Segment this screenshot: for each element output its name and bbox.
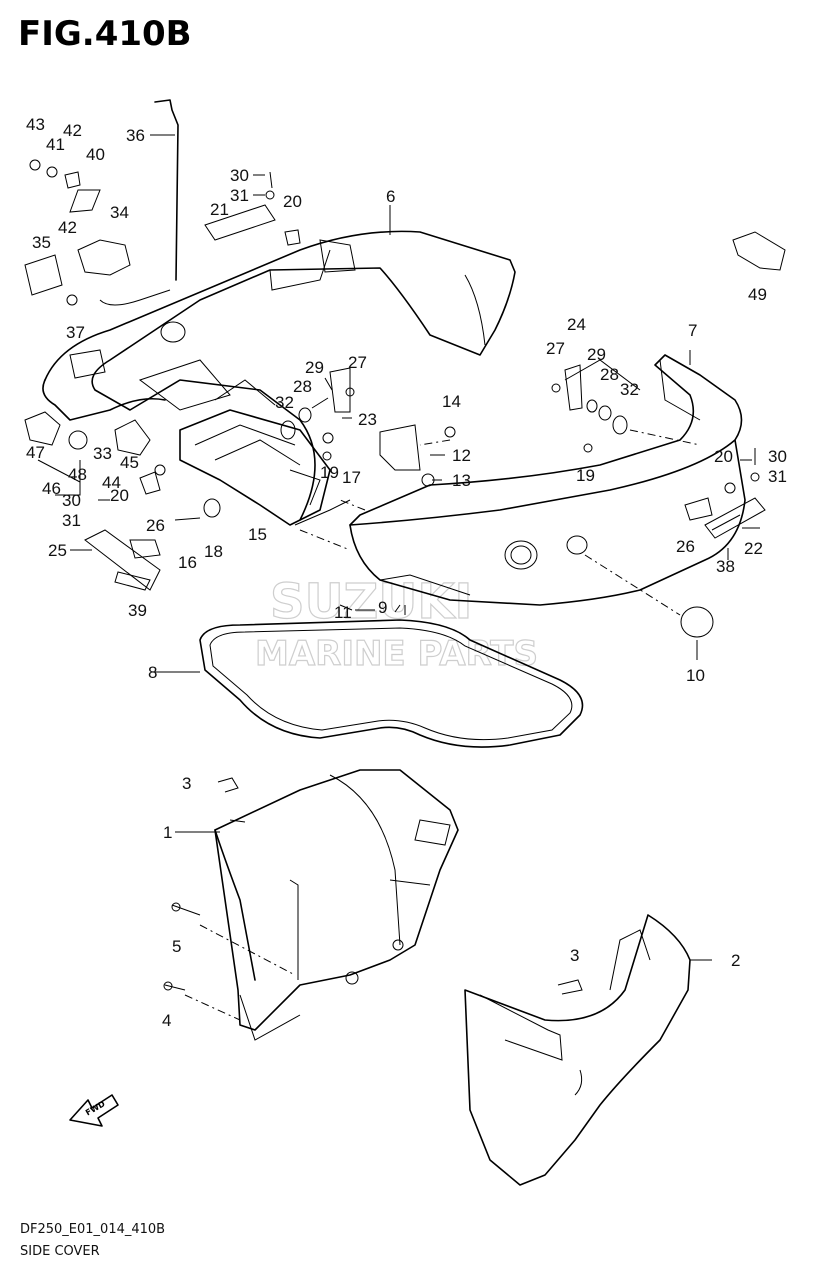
callout-44: 44 [102, 473, 121, 492]
callout-3: 3 [182, 774, 191, 793]
callout-48: 48 [68, 465, 87, 484]
callout-28b: 28 [293, 377, 312, 396]
callout-7: 7 [688, 321, 697, 340]
small-hardware [24, 99, 786, 995]
callout-4: 4 [162, 1011, 171, 1030]
figure-title: FIG.410B [18, 14, 192, 54]
callout-43: 43 [26, 115, 45, 134]
callout-3b: 3 [570, 946, 579, 965]
leader-lines [37, 134, 760, 961]
callout-26: 26 [146, 516, 165, 535]
callout-5: 5 [172, 937, 181, 956]
callout-38: 38 [716, 557, 735, 576]
callout-labels: 43 41 42 40 42 36 34 35 37 30 31 21 20 6… [26, 115, 787, 1030]
callout-35: 35 [32, 233, 51, 252]
callout-27b: 27 [348, 353, 367, 372]
callout-39: 39 [128, 601, 147, 620]
callout-40: 40 [86, 145, 105, 164]
callout-16: 16 [178, 553, 197, 572]
watermark-sub: MARINE PARTS [255, 634, 538, 674]
callout-47: 47 [26, 443, 45, 462]
callout-10: 10 [686, 666, 705, 685]
watermark: SUZUKI MARINE PARTS [254, 573, 538, 674]
callout-33: 33 [93, 444, 112, 463]
callout-30: 30 [230, 166, 249, 185]
callout-12: 12 [452, 446, 471, 465]
callout-17: 17 [342, 468, 361, 487]
callout-6: 6 [386, 187, 395, 206]
callout-32b: 32 [275, 393, 294, 412]
callout-37: 37 [66, 323, 85, 342]
callout-20b: 20 [110, 486, 129, 505]
callout-29: 29 [587, 345, 606, 364]
callout-8: 8 [148, 663, 157, 682]
callout-30b: 30 [62, 491, 81, 510]
callout-32: 32 [620, 380, 639, 399]
callout-49: 49 [748, 285, 767, 304]
callout-31: 31 [230, 186, 249, 205]
callout-28: 28 [600, 365, 619, 384]
callout-21: 21 [210, 200, 229, 219]
part-2-lower-side-cover [464, 914, 691, 1186]
callout-24: 24 [567, 315, 586, 334]
callout-9: 9 [378, 598, 387, 617]
callout-25: 25 [48, 541, 67, 560]
part-8-seal [199, 619, 584, 748]
callout-45: 45 [120, 453, 139, 472]
model-code: DF250_E01_014_410B [20, 1222, 166, 1237]
callout-36: 36 [126, 126, 145, 145]
callout-27: 27 [546, 339, 565, 358]
part-15-bracket [179, 409, 351, 526]
part-1-lower-side-cover [214, 769, 459, 1041]
callout-19: 19 [576, 466, 595, 485]
callout-22: 22 [744, 539, 763, 558]
part-6-upper-side-cover [42, 230, 516, 521]
callout-23: 23 [358, 410, 377, 429]
callout-31c: 31 [768, 467, 787, 486]
callout-26b: 26 [676, 537, 695, 556]
callout-42: 42 [63, 121, 82, 140]
callout-20: 20 [283, 192, 302, 211]
callout-34: 34 [110, 203, 129, 222]
callout-18: 18 [204, 542, 223, 561]
callout-1: 1 [163, 823, 172, 842]
callout-15: 15 [248, 525, 267, 544]
callout-11: 11 [334, 603, 352, 622]
callout-30c: 30 [768, 447, 787, 466]
callout-13: 13 [452, 471, 471, 490]
callout-42b: 42 [58, 218, 77, 237]
callout-41: 41 [46, 135, 65, 154]
fwd-arrow: FWD [69, 1094, 119, 1127]
callout-46: 46 [42, 479, 61, 498]
callout-20c: 20 [714, 447, 733, 466]
assembly-lines [184, 429, 701, 1021]
callout-19b: 19 [320, 463, 339, 482]
callout-14: 14 [442, 392, 461, 411]
callout-2: 2 [731, 951, 740, 970]
part-7-lower-cover [349, 354, 746, 606]
callout-29b: 29 [305, 358, 324, 377]
callout-31b: 31 [62, 511, 81, 530]
caption: SIDE COVER [20, 1244, 100, 1259]
